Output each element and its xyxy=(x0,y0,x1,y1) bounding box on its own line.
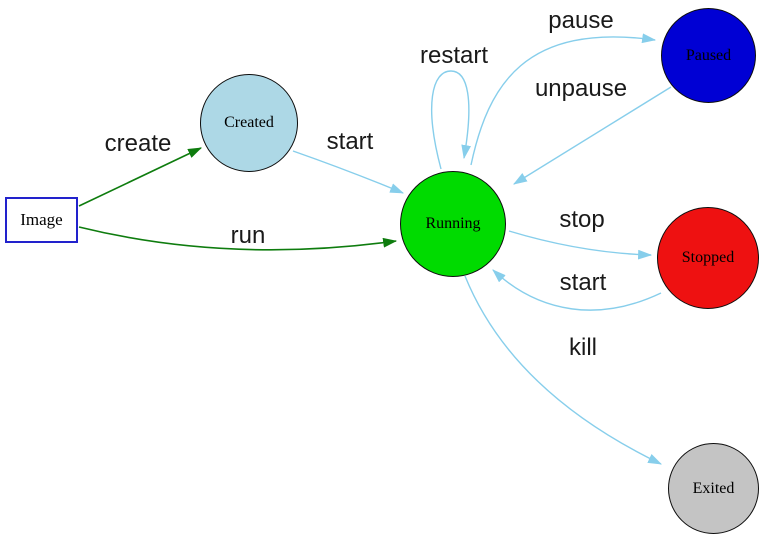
edge-restart-selfloop-path xyxy=(430,70,472,170)
node-running-label: Running xyxy=(425,215,481,232)
node-exited: Exited xyxy=(668,443,759,534)
edge-label-pause: pause xyxy=(548,7,614,34)
edge-label-start-created-running: start xyxy=(326,128,374,155)
node-created-label: Created xyxy=(224,114,274,131)
node-paused: Paused xyxy=(661,8,756,103)
edge-label-restart: restart xyxy=(419,42,489,69)
node-exited-label: Exited xyxy=(692,479,735,497)
node-stopped: Stopped xyxy=(657,207,759,309)
edge-stop-path xyxy=(508,230,653,260)
edge-label-create: create xyxy=(104,130,172,157)
edge-label-stop: stop xyxy=(559,206,605,233)
edge-unpause-path xyxy=(513,86,672,185)
node-paused-label: Paused xyxy=(685,46,732,64)
edge-run-path xyxy=(78,226,398,251)
node-stopped-label: Stopped xyxy=(681,249,735,266)
edge-kill-path xyxy=(464,275,663,465)
edge-start-stopped-running-path xyxy=(492,269,662,311)
edge-label-kill: kill xyxy=(569,334,597,361)
node-image-label: Image xyxy=(20,210,63,229)
edge-label-unpause: unpause xyxy=(534,75,628,102)
edge-create-path xyxy=(78,147,203,207)
node-running: Running xyxy=(400,171,506,277)
edge-start-created-running-path xyxy=(292,150,405,194)
edge-label-start-stopped-running: start xyxy=(559,269,607,296)
node-created: Created xyxy=(200,74,298,172)
node-image: Image xyxy=(5,197,78,243)
edge-label-run: run xyxy=(230,222,266,249)
edge-pause-path xyxy=(470,33,657,166)
